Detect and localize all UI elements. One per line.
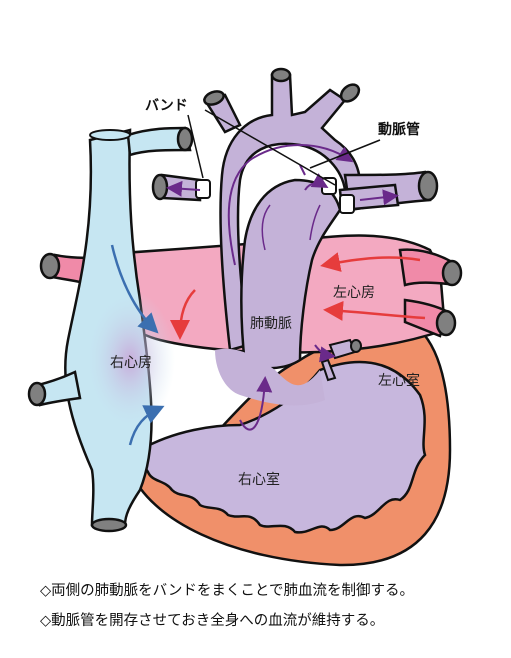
band-right (339, 194, 355, 214)
pulmonary-artery (240, 178, 342, 370)
caption-ductus: ◇動脈管を開存させておき全身への血流が維持する。 (40, 613, 385, 629)
arterial-arrows (170, 252, 426, 340)
label-right-ventricle: 右心室 (238, 471, 280, 488)
label-left-ventricle: 左心室 (378, 372, 420, 389)
venous-arrows (110, 244, 165, 446)
label-ductus: 動脈管 (378, 121, 420, 138)
label-band: バンド (145, 98, 188, 114)
label-right-atrium: 右心房 (110, 355, 152, 371)
mixed-arrows (166, 144, 399, 431)
caption-banding: ◇両側の肺動脈をバンドをまくことで肺血流を制御する。 (40, 583, 414, 599)
label-left-atrium: 左心房 (333, 285, 375, 301)
aorta (203, 67, 362, 352)
label-pulmonary-artery: 肺動脈 (250, 316, 292, 332)
pointer-lines (187, 109, 381, 186)
